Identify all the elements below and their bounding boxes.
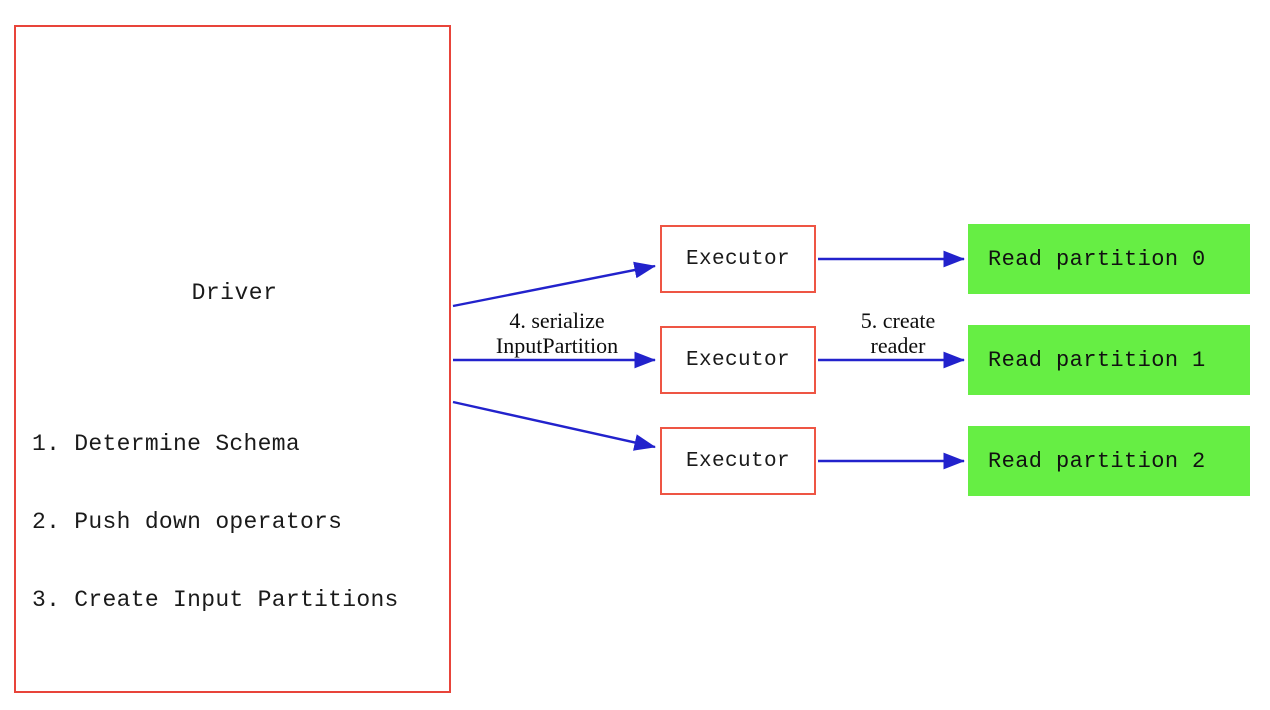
executor-box-2: Executor [660,427,816,495]
driver-step-3: 3. Create Input Partitions [32,587,399,613]
driver-box: Driver 1. Determine Schema 2. Push down … [14,25,451,693]
arrow-label-create-reader-line1: 5. create [860,308,936,333]
arrow-label-serialize-line2: InputPartition [495,333,619,358]
arrow-driver-to-executor-2 [452,400,656,451]
arrow-label-create-reader: 5. create reader [828,308,968,358]
read-partition-box-1: Read partition 1 [968,325,1250,395]
driver-step-2: 2. Push down operators [32,509,343,535]
arrow-label-serialize-line1: 4. serialize [509,308,605,333]
driver-step-1: 1. Determine Schema [32,431,300,457]
arrow-label-serialize: 4. serialize InputPartition [472,308,642,358]
arrow-driver-to-executor-0 [452,261,656,308]
arrow-label-create-reader-line2: reader [870,333,926,358]
read-partition-box-2: Read partition 2 [968,426,1250,496]
driver-title: Driver [191,280,278,306]
read-partition-box-0: Read partition 0 [968,224,1250,294]
executor-box-1: Executor [660,326,816,394]
executor-box-0: Executor [660,225,816,293]
driver-steps-list: 1. Determine Schema 2. Push down operato… [32,379,399,665]
